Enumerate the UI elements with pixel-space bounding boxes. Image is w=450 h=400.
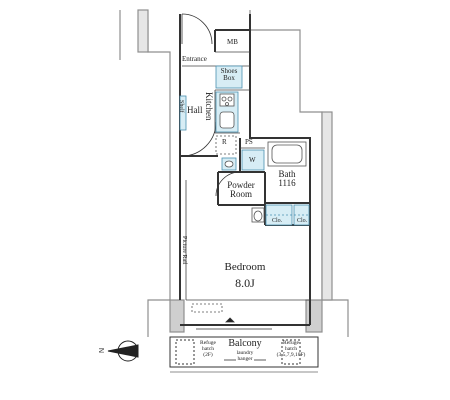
balcony-window — [196, 317, 272, 330]
refuge-hatch-left-label: Refuge hatch (2F) — [200, 340, 216, 358]
refuge-hatch-right-label: Refuge hatch (3,5,7,9,10F) — [276, 340, 306, 358]
ps-label: PS — [245, 138, 253, 146]
hall-label: Hall — [187, 105, 203, 115]
bathtub — [267, 141, 307, 167]
picture-rail-label: Picture Rail — [181, 236, 187, 265]
bath-label: Bath 1116 — [278, 169, 296, 188]
balcony-outline — [169, 336, 319, 373]
closets — [265, 204, 310, 226]
closet-label-2: Clo. — [297, 218, 308, 224]
structural-walls — [119, 9, 349, 337]
washer-label: W — [249, 156, 256, 164]
balcony-label: Balcony laundry hanger — [228, 338, 262, 362]
shelf-fixture — [179, 95, 187, 131]
kitchen-fixtures — [215, 91, 239, 133]
kitchen-label: Kitchen — [204, 92, 214, 121]
entrance-door — [181, 13, 213, 45]
closet-label-1: Clo. — [272, 218, 283, 224]
bedroom-dashed-fixture — [191, 303, 223, 313]
bedroom-label: Bedroom 8.0J — [224, 261, 266, 290]
mb-label: MB — [227, 38, 238, 46]
shoes-box-label: Shoes Box — [220, 67, 238, 82]
shoes-box-fixture — [215, 65, 243, 89]
powder-door — [215, 171, 241, 197]
refrigerator-space — [215, 135, 237, 155]
compass-north-label: N — [99, 347, 107, 354]
compass-icon — [107, 340, 139, 362]
entrance-label: Entrance — [182, 55, 207, 63]
washer-space — [241, 149, 265, 171]
hall-door — [181, 121, 217, 157]
shelf-label: Shelf — [178, 100, 184, 113]
powder-fixtures — [221, 157, 265, 223]
powder-room-label: Powder Room — [227, 180, 255, 199]
refrigerator-label: R — [222, 138, 227, 146]
